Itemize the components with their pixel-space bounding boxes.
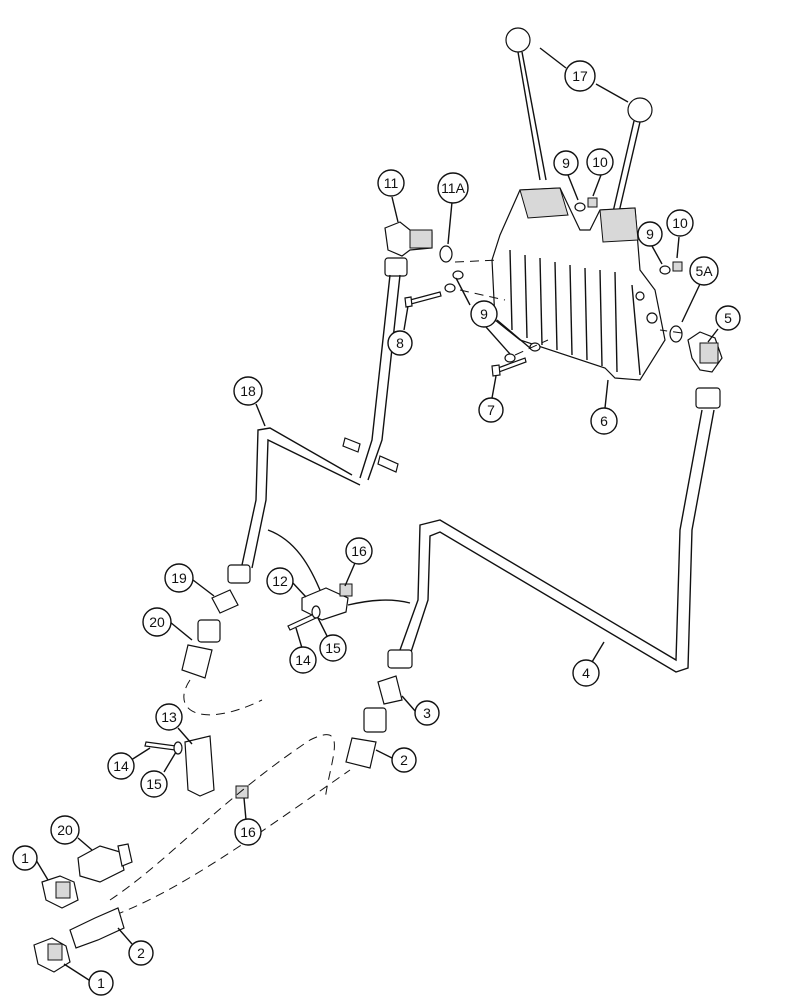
callout-14-lower: 14 (107, 752, 135, 780)
callout-10-upper: 10 (586, 148, 614, 176)
callout-18-label: 18 (240, 383, 256, 399)
callout-7-label: 7 (487, 402, 495, 418)
callout-11a-label: 11A (441, 180, 466, 196)
callout-9-right: 9 (637, 221, 663, 247)
valve-hardware (404, 197, 683, 377)
callout-20-upper-label: 20 (149, 614, 165, 630)
nut-10a (587, 197, 598, 208)
hose-end-20-lower (77, 843, 133, 883)
callout-9-upper-label: 9 (562, 155, 570, 171)
callout-5-label: 5 (724, 310, 732, 326)
callout-10-upper-label: 10 (592, 154, 608, 170)
washer-9b (659, 265, 671, 275)
callout-7: 7 (478, 397, 504, 423)
callout-2-lower-label: 2 (137, 945, 145, 961)
fitting-11 (384, 221, 433, 277)
callout-9-right-label: 9 (646, 226, 654, 242)
callout-3: 3 (414, 700, 440, 726)
control-valve (491, 187, 666, 381)
bracket-12 (287, 583, 353, 631)
callout-6: 6 (590, 407, 618, 435)
callout-16-lower: 16 (234, 818, 262, 846)
hose-end-2-upper (345, 707, 387, 769)
callout-5a: 5A (689, 256, 719, 286)
adapter-3 (377, 675, 403, 705)
callout-9-lower: 9 (470, 300, 498, 328)
callout-2-upper: 2 (391, 747, 417, 773)
callout-14-upper: 14 (289, 646, 317, 674)
washer-9a (574, 202, 586, 212)
callout-9-upper: 9 (553, 150, 579, 176)
callout-13-label: 13 (161, 709, 177, 725)
callout-4: 4 (572, 659, 600, 687)
callout-15-upper-label: 15 (325, 640, 341, 656)
callout-16-lower-label: 16 (240, 824, 256, 840)
callout-15-upper: 15 (319, 634, 347, 662)
callout-1-upper-label: 1 (21, 850, 29, 866)
lever-knob-right (627, 97, 653, 123)
callout-17: 17 (564, 60, 596, 92)
dashed-routing (109, 679, 351, 916)
elbow-1-upper (41, 875, 79, 909)
callout-2-upper-label: 2 (400, 752, 408, 768)
adapter-19 (211, 589, 239, 614)
callout-17-label: 17 (572, 68, 588, 84)
callout-5: 5 (715, 305, 741, 331)
callout-2-lower: 2 (128, 940, 154, 966)
callout-20-upper: 20 (142, 607, 172, 637)
callout-6-label: 6 (600, 413, 608, 429)
callout-15-lower-label: 15 (146, 776, 162, 792)
bolt-8 (409, 291, 442, 305)
callout-1-lower-label: 1 (97, 975, 105, 991)
fitting-5 (687, 331, 723, 409)
callout-19: 19 (164, 563, 194, 593)
o-ring-5a (669, 325, 683, 343)
nut-10b (672, 261, 683, 272)
lever-knob-left (505, 27, 531, 53)
callout-4-label: 4 (582, 665, 590, 681)
tube-4 (387, 409, 715, 673)
callout-14-upper-label: 14 (295, 652, 311, 668)
callout-12-label: 12 (272, 573, 288, 589)
callout-15-lower: 15 (140, 770, 168, 798)
callout-11-label: 11 (384, 175, 399, 191)
callout-3-label: 3 (423, 705, 431, 721)
o-ring-11a (439, 245, 453, 263)
hose-end-2-lower (69, 907, 125, 949)
control-levers (505, 27, 653, 226)
callout-11: 11 (377, 169, 405, 197)
callout-18: 18 (233, 376, 263, 406)
hose-arcs (267, 529, 411, 606)
callout-20-lower: 20 (50, 815, 80, 845)
callout-1-upper: 1 (12, 845, 38, 871)
hose-end-20-upper (181, 619, 221, 679)
callout-8: 8 (387, 330, 413, 356)
callout-10-right: 10 (666, 209, 694, 237)
tube-18 (227, 274, 401, 584)
callout-14-lower-label: 14 (113, 758, 129, 774)
callout-19-label: 19 (171, 570, 187, 586)
callout-16-upper-label: 16 (351, 543, 367, 559)
callout-10-right-label: 10 (672, 215, 688, 231)
elbow-1-lower (33, 937, 71, 973)
callout-16-upper: 16 (345, 537, 373, 565)
bracket-13 (144, 735, 249, 799)
callout-8-label: 8 (396, 335, 404, 351)
callout-20-lower-label: 20 (57, 822, 73, 838)
callout-5a-label: 5A (695, 263, 713, 279)
callout-9-lower-label: 9 (480, 306, 488, 322)
callout-13: 13 (155, 703, 183, 731)
callout-12: 12 (266, 567, 294, 595)
callout-11a: 11A (437, 172, 469, 204)
callout-1-lower: 1 (88, 970, 114, 996)
leader-lines (35, 47, 719, 983)
